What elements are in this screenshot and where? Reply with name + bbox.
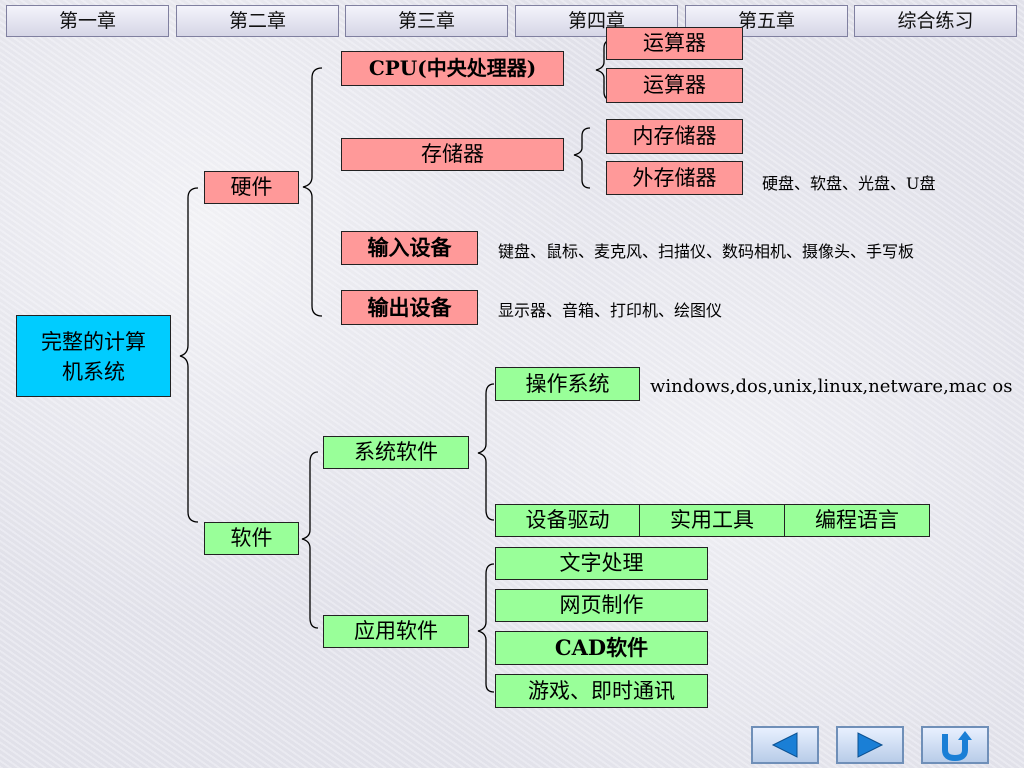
return-arrow-icon — [942, 731, 972, 762]
external-storage-node: 外存储器 — [606, 161, 743, 195]
brace-storage — [573, 127, 591, 189]
system-software-node: 系统软件 — [323, 436, 469, 469]
cad-software-node: CAD软件 — [495, 631, 708, 665]
brace-system — [477, 383, 495, 521]
controller-node: 运算器 — [606, 68, 743, 103]
tab-chapter-3[interactable]: 第三章 — [345, 5, 508, 37]
output-device-node: 输出设备 — [341, 290, 478, 325]
web-design-node: 网页制作 — [495, 589, 708, 622]
brace-root — [179, 187, 199, 523]
utility-node: 实用工具 — [639, 504, 785, 537]
application-software-node: 应用软件 — [323, 615, 469, 648]
software-node: 软件 — [204, 522, 299, 555]
brace-software — [301, 451, 319, 629]
tab-chapter-1[interactable]: 第一章 — [6, 5, 169, 37]
word-processing-node: 文字处理 — [495, 547, 708, 580]
next-arrow-icon — [857, 732, 884, 758]
os-node: 操作系统 — [495, 367, 640, 401]
cpu-node: CPU(中央处理器) — [341, 51, 564, 86]
previous-arrow-icon — [771, 732, 798, 758]
tab-chapter-4[interactable]: 第四章 — [515, 5, 678, 37]
internal-storage-node: 内存储器 — [606, 119, 743, 154]
games-im-node: 游戏、即时通讯 — [495, 674, 708, 708]
hardware-node: 硬件 — [204, 171, 299, 204]
prev-button[interactable] — [751, 726, 819, 764]
os-desc: windows,dos,unix,linux,netware,mac os — [650, 376, 1013, 397]
root-line-1: 完整的计算 — [41, 330, 146, 354]
brace-application — [477, 563, 495, 693]
brace-hardware — [302, 67, 323, 317]
brace-cpu — [595, 39, 613, 101]
tab-chapter-2[interactable]: 第二章 — [176, 5, 339, 37]
storage-node: 存储器 — [341, 138, 564, 171]
return-button[interactable] — [921, 726, 989, 764]
root-line-2: 机系统 — [62, 360, 125, 384]
next-button[interactable] — [836, 726, 904, 764]
programming-language-node: 编程语言 — [784, 504, 930, 537]
input-device-node: 输入设备 — [341, 231, 478, 265]
tab-exercises[interactable]: 综合练习 — [854, 5, 1017, 37]
driver-node: 设备驱动 — [495, 504, 640, 537]
root-node: 完整的计算 机系统 — [16, 315, 171, 397]
output-device-desc: 显示器、音箱、打印机、绘图仪 — [498, 301, 723, 320]
alu-node: 运算器 — [606, 27, 743, 60]
external-storage-desc: 硬盘、软盘、光盘、U盘 — [762, 174, 936, 193]
input-device-desc: 键盘、鼠标、麦克风、扫描仪、数码相机、摄像头、手写板 — [498, 242, 915, 261]
